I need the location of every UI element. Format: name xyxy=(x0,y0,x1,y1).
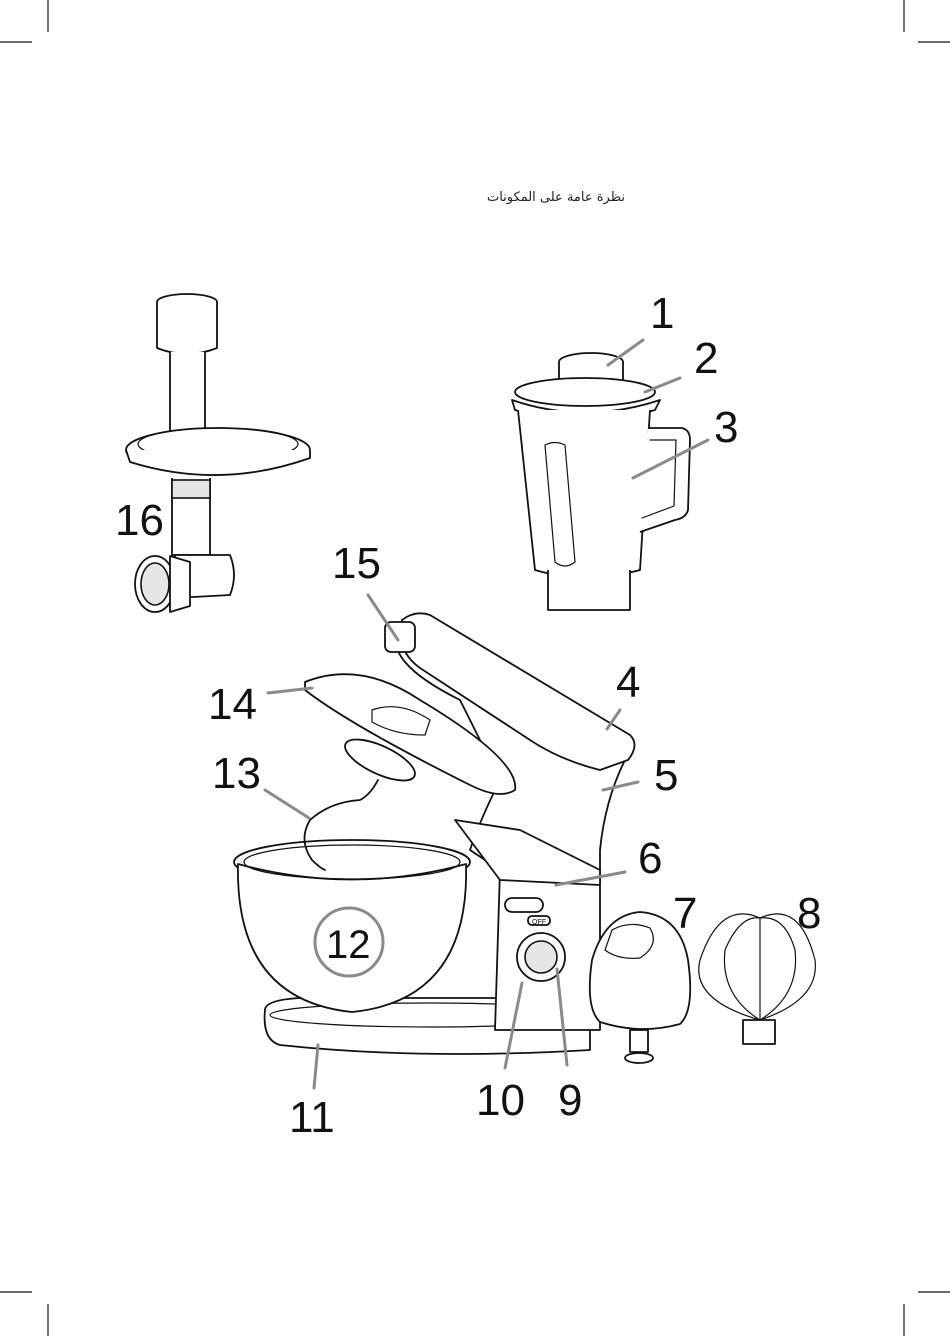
label-6: 6 xyxy=(638,834,662,883)
blender-jug xyxy=(512,353,690,610)
label-5: 5 xyxy=(654,751,678,800)
label-9: 9 xyxy=(558,1076,582,1125)
label-10: 10 xyxy=(476,1076,525,1125)
meat-grinder-attachment xyxy=(126,294,310,612)
label-3: 3 xyxy=(714,403,738,452)
dial-off-label: OFF xyxy=(532,919,546,926)
label-1: 1 xyxy=(650,289,674,338)
label-16: 16 xyxy=(115,496,164,545)
label-7: 7 xyxy=(673,889,697,938)
label-12: 12 xyxy=(326,923,371,967)
label-15: 15 xyxy=(332,539,381,588)
label-2: 2 xyxy=(694,334,718,383)
label-11: 11 xyxy=(289,1093,335,1142)
label-4: 4 xyxy=(616,658,640,707)
label-8: 8 xyxy=(797,889,821,938)
label-13: 13 xyxy=(212,749,261,798)
label-14: 14 xyxy=(208,680,257,729)
